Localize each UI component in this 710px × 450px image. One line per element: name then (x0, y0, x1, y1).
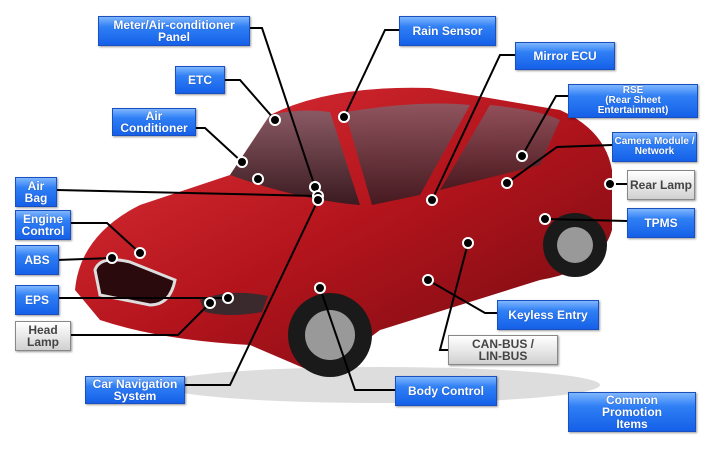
leader-line-airbag (56, 189, 319, 197)
label-rain-sensor[interactable]: Rain Sensor (399, 16, 496, 46)
marker-dot-camera (501, 177, 513, 189)
leader-line-canbus (438, 242, 469, 351)
leader-line-engine (71, 222, 141, 254)
label-camera-module-network[interactable]: Camera Module / Network (612, 132, 697, 162)
label-meter-aircon-panel[interactable]: Meter/Air-conditioner Panel (98, 16, 250, 46)
label-car-navigation[interactable]: Car Navigation System (85, 376, 185, 404)
label-body-control[interactable]: Body Control (395, 376, 497, 406)
leader-line-mirror (431, 54, 515, 201)
marker-dot-tpms (539, 213, 551, 225)
marker-dot-etc (269, 114, 281, 126)
marker-dot-headlamp (204, 297, 216, 309)
marker-dot-engine (134, 247, 146, 259)
leader-line-camera (506, 144, 613, 184)
leader-line-headlamp (71, 302, 211, 336)
label-etc[interactable]: ETC (175, 66, 225, 94)
label-can-lin-bus[interactable]: CAN-BUS / LIN-BUS (448, 335, 558, 365)
leader-line-abs (56, 257, 113, 261)
leader-line-rse (521, 95, 568, 157)
marker-dot-rearlamp (604, 178, 616, 190)
label-engine-control[interactable]: Engine Control (15, 210, 71, 240)
marker-dot-keyless (422, 274, 434, 286)
marker-dot-carnav (312, 194, 324, 206)
marker-dot-body (314, 282, 326, 294)
label-tpms[interactable]: TPMS (627, 208, 695, 238)
label-rear-lamp[interactable]: Rear Lamp (627, 170, 695, 200)
marker-dot-rain (338, 111, 350, 123)
label-rse[interactable]: RSE (Rear Sheet Entertainment) (568, 84, 698, 118)
rse-title: RSE (622, 85, 644, 96)
label-air-conditioner[interactable]: Air Conditioner (112, 108, 196, 136)
leader-line-carnav (185, 199, 319, 386)
marker-dot-rse (516, 150, 528, 162)
marker-dot-aircon (236, 156, 248, 168)
label-head-lamp[interactable]: Head Lamp (15, 321, 71, 351)
rse-subtitle: (Rear Sheet Entertainment) (597, 95, 669, 116)
leader-line-body (319, 287, 395, 391)
leader-line-tpms (544, 218, 628, 222)
label-keyless-entry[interactable]: Keyless Entry (497, 300, 599, 330)
leader-line-rain (343, 29, 399, 118)
marker-dot-abs (106, 252, 118, 264)
leader-line-keyless (427, 279, 497, 314)
marker-dot-canbus (462, 237, 474, 249)
label-mirror-ecu[interactable]: Mirror ECU (515, 42, 615, 70)
label-eps[interactable]: EPS (15, 285, 59, 315)
marker-dot-mirror (426, 194, 438, 206)
leader-line-meter (248, 27, 316, 188)
marker-dot-eps (222, 292, 234, 304)
marker-dot-meter2 (252, 173, 264, 185)
label-common-promotion-items[interactable]: Common Promotion Items (568, 392, 696, 432)
leader-line-etc (223, 79, 276, 121)
leader-line-aircon (196, 127, 243, 163)
label-air-bag[interactable]: Air Bag (15, 177, 57, 207)
label-abs[interactable]: ABS (15, 245, 59, 275)
